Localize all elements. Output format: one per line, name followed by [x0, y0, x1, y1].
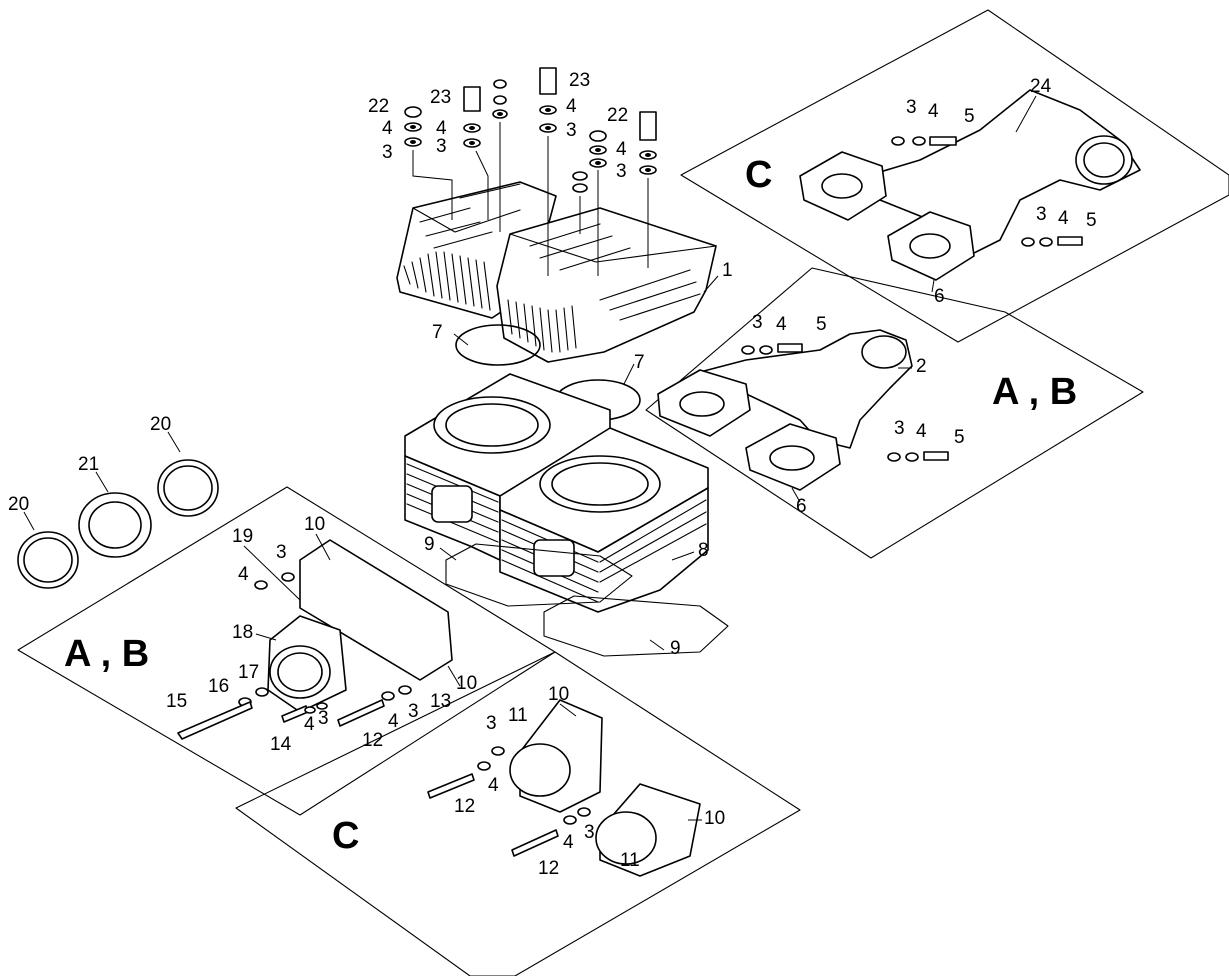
- callout-6: 6: [796, 496, 807, 517]
- callout-22: 22: [607, 105, 628, 126]
- callout-3: 3: [276, 542, 287, 563]
- callout-13: 13: [430, 691, 451, 712]
- callout-3: 3: [382, 142, 393, 163]
- panel-label-c-bottom: C: [332, 815, 359, 857]
- base-gasket-right: [543, 595, 729, 657]
- exhaust-manifold-c: [799, 89, 1141, 281]
- callout-10: 10: [704, 808, 725, 829]
- callout-5: 5: [964, 106, 975, 127]
- callout-3: 3: [1036, 204, 1047, 225]
- callout-4: 4: [436, 118, 447, 139]
- intake-manifold-ab: [177, 539, 453, 740]
- callout-3: 3: [616, 161, 627, 182]
- exhaust-manifold-ab: [657, 329, 949, 491]
- callout-17: 17: [238, 662, 259, 683]
- panel-label-ab-right: A , B: [992, 371, 1077, 413]
- callout-10: 10: [456, 673, 477, 694]
- intake-manifold-c: [427, 699, 701, 877]
- callout-19: 19: [232, 526, 253, 547]
- callout-10: 10: [304, 514, 325, 535]
- callout-4: 4: [238, 564, 249, 585]
- callout-3: 3: [752, 312, 763, 333]
- callout-11: 11: [620, 850, 640, 871]
- callout-5: 5: [954, 427, 965, 448]
- callout-2: 2: [916, 356, 927, 377]
- panel-label-ab-left: A , B: [64, 633, 149, 675]
- callout-12: 12: [454, 796, 475, 817]
- callout-3: 3: [906, 97, 917, 118]
- callout-4: 4: [916, 421, 927, 442]
- callout-4: 4: [563, 832, 574, 853]
- callout-4: 4: [616, 139, 627, 160]
- callout-3: 3: [318, 708, 329, 729]
- callout-23: 23: [569, 70, 590, 91]
- callout-4: 4: [1058, 208, 1069, 229]
- callout-16: 16: [208, 676, 229, 697]
- cylinder-head-right: [496, 207, 717, 363]
- callout-14: 14: [270, 734, 292, 755]
- callout-23: 23: [430, 87, 451, 108]
- panel-ab-right: [645, 267, 1144, 559]
- callout-1: 1: [722, 260, 733, 281]
- callout-11: 11: [508, 705, 528, 726]
- callout-20: 20: [150, 414, 171, 435]
- callout-4: 4: [776, 314, 787, 335]
- callout-4: 4: [304, 714, 315, 735]
- panel-c-bottom: [235, 651, 801, 976]
- callout-7: 7: [432, 322, 443, 343]
- callout-4: 4: [566, 96, 577, 117]
- callout-4: 4: [382, 118, 393, 139]
- head-fasteners: [404, 67, 657, 276]
- callout-10: 10: [548, 684, 569, 705]
- intake-boot-assembly: [17, 459, 219, 589]
- callout-9: 9: [424, 534, 435, 555]
- callout-6: 6: [934, 286, 945, 307]
- callout-12: 12: [538, 858, 559, 879]
- callout-15: 15: [166, 691, 187, 712]
- callout-3: 3: [486, 713, 497, 734]
- callout-12: 12: [362, 730, 383, 751]
- callout-3: 3: [894, 418, 905, 439]
- cylinder-left: [404, 373, 611, 561]
- callout-5: 5: [1086, 210, 1097, 231]
- callout-8: 8: [698, 540, 709, 561]
- head-o-ring-left: [455, 324, 541, 366]
- callout-3: 3: [436, 136, 447, 157]
- base-gasket-left: [445, 543, 633, 607]
- callout-4: 4: [388, 711, 399, 732]
- callout-3: 3: [584, 822, 595, 843]
- callout-4: 4: [928, 101, 939, 122]
- callout-7: 7: [634, 352, 645, 373]
- callout-20: 20: [8, 494, 29, 515]
- callout-22: 22: [368, 96, 389, 117]
- callout-5: 5: [816, 314, 827, 335]
- panel-label-c-top: C: [745, 154, 772, 196]
- callout-21: 21: [78, 454, 99, 475]
- callout-4: 4: [488, 775, 499, 796]
- callout-24: 24: [1030, 76, 1052, 97]
- panel-c-top-right: [680, 9, 1229, 343]
- callout-9: 9: [670, 638, 681, 659]
- callout-18: 18: [232, 622, 253, 643]
- leader-lines: [23, 95, 1037, 821]
- callout-3: 3: [566, 120, 577, 141]
- callout-3: 3: [408, 701, 419, 722]
